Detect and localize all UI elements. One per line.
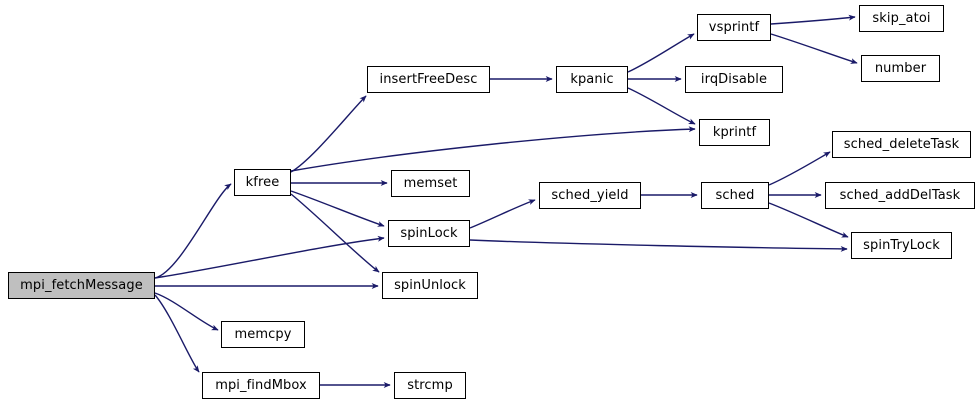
graph-node-label: sched_deleteTask — [843, 137, 960, 152]
graph-node-label: sched_yield — [551, 188, 629, 203]
edge-kfree-to-spinUnlock — [290, 193, 380, 273]
graph-node-sched_yield[interactable]: sched_yield — [539, 182, 641, 209]
graph-node-label: kpanic — [570, 72, 614, 87]
graph-node-sched[interactable]: sched — [701, 182, 769, 209]
edge-kpanic-to-vsprintf — [627, 33, 695, 73]
graph-node-kfree[interactable]: kfree — [234, 169, 291, 196]
edge-mpi_fetchMessage-to-kfree — [154, 183, 232, 279]
edge-kfree-to-insertFreeDesc — [290, 95, 367, 173]
graph-node-label: sched — [715, 188, 755, 203]
graph-node-label: irqDisable — [700, 72, 768, 87]
graph-node-insertFreeDesc[interactable]: insertFreeDesc — [367, 66, 490, 93]
graph-node-label: mpi_fetchMessage — [20, 278, 143, 293]
graph-node-label: number — [874, 61, 927, 76]
graph-node-mpi_findMbox[interactable]: mpi_findMbox — [202, 372, 320, 399]
graph-node-label: vsprintf — [708, 20, 760, 35]
graph-node-label: memset — [403, 176, 458, 191]
graph-node-label: mpi_findMbox — [215, 378, 307, 393]
graph-node-mpi_fetchMessage[interactable]: mpi_fetchMessage — [8, 272, 155, 299]
edge-mpi_fetchMessage-to-memcpy — [154, 292, 219, 331]
edge-mpi_fetchMessage-to-spinLock — [154, 235, 385, 279]
graph-node-sched_deleteTask[interactable]: sched_deleteTask — [832, 131, 971, 158]
graph-node-irqDisable[interactable]: irqDisable — [685, 66, 783, 93]
graph-node-strcmp[interactable]: strcmp — [394, 372, 466, 399]
graph-node-number[interactable]: number — [861, 55, 940, 82]
graph-node-kpanic[interactable]: kpanic — [556, 66, 628, 93]
graph-node-memset[interactable]: memset — [391, 170, 470, 197]
graph-node-label: memcpy — [234, 327, 292, 342]
graph-node-label: skip_atoi — [872, 11, 931, 26]
graph-node-label: spinUnlock — [394, 278, 466, 293]
graph-node-kprintf[interactable]: kprintf — [699, 119, 770, 146]
graph-node-label: sched_addDelTask — [839, 188, 961, 203]
edge-kpanic-to-kprintf — [627, 87, 696, 125]
graph-node-label: spinTryLock — [863, 238, 940, 253]
edge-mpi_fetchMessage-to-mpi_findMbox — [154, 294, 200, 373]
graph-node-sched_addDelTask[interactable]: sched_addDelTask — [825, 182, 975, 209]
graph-node-spinLock[interactable]: spinLock — [388, 220, 470, 247]
edge-kfree-to-spinLock — [290, 190, 385, 227]
graph-node-vsprintf[interactable]: vsprintf — [697, 14, 771, 41]
graph-node-label: kfree — [245, 175, 280, 190]
graph-node-memcpy[interactable]: memcpy — [221, 321, 305, 348]
graph-node-label: strcmp — [407, 378, 453, 393]
graph-node-label: spinLock — [400, 226, 458, 241]
edge-sched-to-sched_deleteTask — [768, 151, 831, 186]
edge-vsprintf-to-skip_atoi — [770, 14, 856, 25]
edge-sched-to-spinTryLock — [768, 202, 849, 238]
graph-node-skip_atoi[interactable]: skip_atoi — [859, 5, 944, 32]
edge-spinLock-to-sched_yield — [469, 199, 536, 229]
graph-node-label: insertFreeDesc — [379, 72, 478, 87]
edge-kfree-to-kprintf — [290, 126, 696, 172]
graph-node-spinUnlock[interactable]: spinUnlock — [382, 272, 478, 299]
graph-node-label: kprintf — [712, 125, 757, 140]
edge-spinLock-to-spinTryLock — [469, 239, 848, 252]
edge-vsprintf-to-number — [770, 33, 858, 64]
graph-node-spinTryLock[interactable]: spinTryLock — [851, 232, 952, 259]
